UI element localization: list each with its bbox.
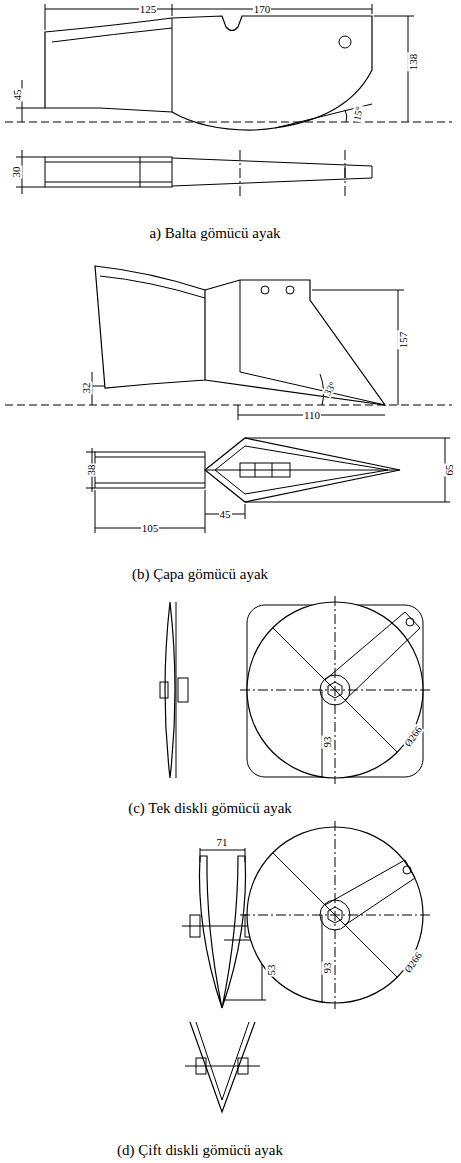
dimension-label: 125 [139, 3, 158, 15]
dimension-label: 33° [321, 378, 339, 397]
dimension-label: 105 [141, 522, 160, 534]
dimension-label: 15° [351, 104, 365, 122]
chisel-opener-top-view [86, 438, 450, 533]
figure-caption: (c) Tek diskli gömücü ayak [127, 800, 293, 817]
dimension-label: 45 [219, 508, 232, 520]
figure-caption: (d) Çift diskli gömücü ayak [116, 1142, 284, 1159]
dimension-label: 45 [11, 89, 23, 102]
dimension-label: 53 [265, 964, 277, 977]
dimension-label: 71 [216, 836, 229, 848]
figure-caption: (b) Çapa gömücü ayak [131, 566, 269, 583]
double-disc-opener [182, 821, 430, 1112]
figure-caption: a) Balta gömücü ayak [148, 225, 281, 242]
single-disc-opener [160, 596, 430, 784]
dimension-label: 110 [303, 409, 321, 421]
dimension-label: 170 [253, 3, 272, 15]
dimension-label: 157 [397, 331, 409, 350]
chisel-opener-side-view [5, 266, 452, 420]
hoe-opener-side-view [5, 4, 452, 130]
dimension-label: Ø266 [402, 949, 425, 975]
dimension-label: 30 [10, 166, 22, 179]
dimension-label: 38 [85, 464, 97, 477]
dimension-label: Ø266 [402, 723, 425, 749]
dimension-label: 138 [407, 53, 419, 72]
dimension-label: 93 [321, 962, 333, 975]
dimension-label: 93 [321, 736, 333, 749]
hoe-opener-top-view [16, 150, 372, 196]
dimension-label: 32 [80, 382, 92, 395]
dimension-label: 65 [443, 464, 455, 477]
